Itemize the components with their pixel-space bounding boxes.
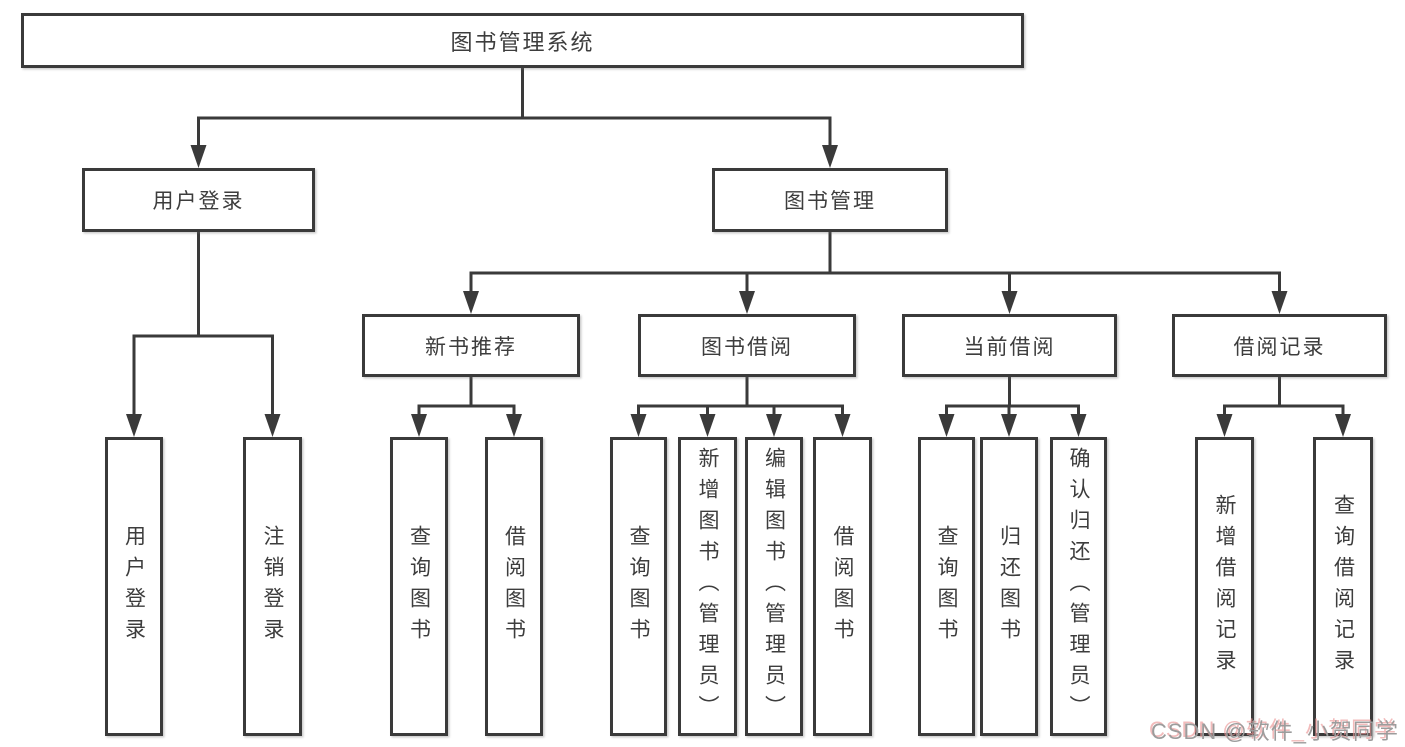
arrowhead-icon bbox=[1070, 414, 1087, 437]
fork-new-book-recommend bbox=[411, 375, 522, 437]
node-leaf-confirm-return-admin: 确认归还（管理员） bbox=[1050, 437, 1107, 736]
arrowhead-icon bbox=[739, 291, 755, 314]
node-leaf-query-books-current: 查询图书 bbox=[918, 437, 975, 736]
arrowhead-icon bbox=[699, 414, 716, 437]
node-book-management: 图书管理 bbox=[712, 168, 948, 232]
arrowhead-icon bbox=[1335, 414, 1351, 437]
fork-book-management bbox=[463, 230, 1288, 314]
arrowhead-icon bbox=[126, 414, 142, 437]
arrowhead-icon bbox=[630, 414, 647, 437]
fork-root bbox=[190, 66, 838, 168]
arrowhead-icon bbox=[411, 414, 427, 437]
arrowhead-icon bbox=[1001, 291, 1018, 314]
csdn-watermark: CSDN @软件_小贺同学 bbox=[1150, 719, 1399, 744]
node-leaf-query-borrowing-record: 查询借阅记录 bbox=[1313, 437, 1373, 736]
node-leaf-borrow-books-borrowing: 借阅图书 bbox=[813, 437, 872, 736]
fork-borrowing-records bbox=[1216, 375, 1351, 437]
node-book-borrowing: 图书借阅 bbox=[638, 314, 856, 377]
arrowhead-icon bbox=[834, 414, 851, 437]
arrowhead-icon bbox=[190, 145, 207, 168]
node-borrowing-records: 借阅记录 bbox=[1172, 314, 1387, 377]
node-leaf-add-borrowing-record: 新增借阅记录 bbox=[1195, 437, 1254, 736]
node-current-borrowing: 当前借阅 bbox=[902, 314, 1117, 377]
fork-user-login bbox=[126, 230, 281, 437]
arrowhead-icon bbox=[766, 414, 782, 437]
node-root: 图书管理系统 bbox=[21, 13, 1024, 68]
arrowhead-icon bbox=[463, 291, 479, 314]
node-leaf-logout-login: 注销登录 bbox=[243, 437, 302, 736]
arrowhead-icon bbox=[1216, 414, 1233, 437]
arrowhead-icon bbox=[1271, 291, 1288, 314]
node-leaf-borrow-books-recommend: 借阅图书 bbox=[485, 437, 543, 736]
node-leaf-query-books-borrowing: 查询图书 bbox=[610, 437, 667, 736]
fork-book-borrowing bbox=[630, 375, 851, 437]
node-leaf-user-login: 用户登录 bbox=[105, 437, 163, 736]
node-leaf-query-books-recommend: 查询图书 bbox=[390, 437, 448, 736]
node-leaf-return-books: 归还图书 bbox=[980, 437, 1038, 736]
node-leaf-edit-books-admin: 编辑图书（管理员） bbox=[745, 437, 803, 736]
arrowhead-icon bbox=[1001, 414, 1017, 437]
node-new-book-recommend: 新书推荐 bbox=[362, 314, 580, 377]
arrowhead-icon bbox=[938, 414, 955, 437]
arrowhead-icon bbox=[506, 414, 522, 437]
fork-current-borrowing bbox=[938, 375, 1087, 437]
arrowhead-icon bbox=[264, 414, 281, 437]
node-leaf-add-books-admin: 新增图书（管理员） bbox=[678, 437, 737, 736]
node-user-login: 用户登录 bbox=[82, 168, 315, 232]
arrowhead-icon bbox=[822, 145, 838, 168]
